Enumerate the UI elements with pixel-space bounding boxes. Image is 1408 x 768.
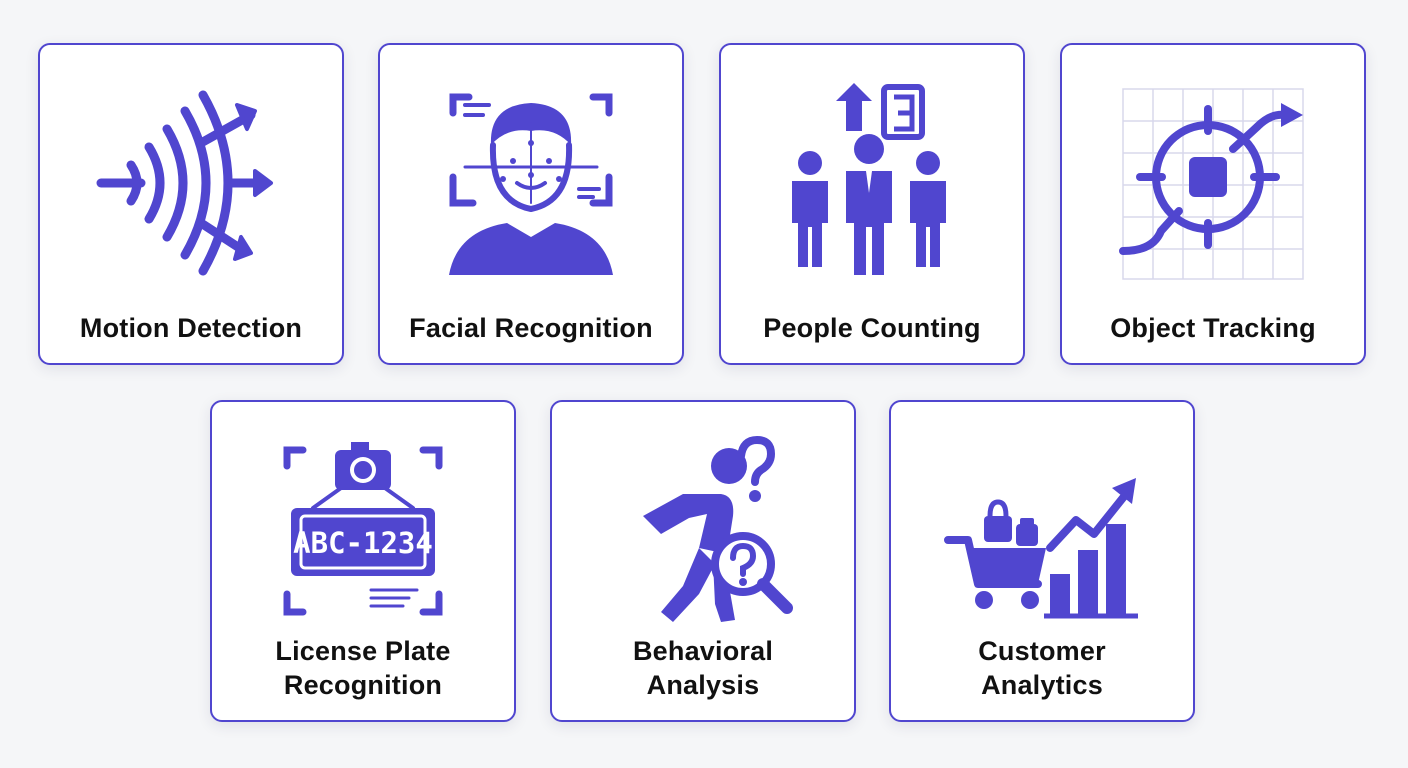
card-facial-recognition[interactable]: Facial Recognition [378,43,684,365]
card-label: Facial Recognition [409,313,653,343]
card-label: Motion Detection [79,313,303,343]
card-label-line-2: Analysis [646,670,760,700]
cart-growth-chart-icon [942,436,1142,636]
card-license-plate-recognition[interactable]: ABC-1234 License Plate Recognition [210,400,516,722]
card-label-line-1: Customer [978,636,1106,666]
person-magnifier-icon [603,436,803,636]
card-motion-detection[interactable]: Motion Detection [38,43,344,365]
motion-waves-icon [91,83,291,283]
target-tracking-icon [1113,83,1313,283]
card-label: Object Tracking [1110,313,1316,343]
card-customer-analytics[interactable]: Customer Analytics [889,400,1195,722]
card-behavioral-analysis[interactable]: Behavioral Analysis [550,400,856,722]
card-people-counting[interactable]: People Counting [719,43,1025,365]
card-label-line-2: Analytics [981,670,1103,700]
license-plate-camera-icon: ABC-1234 [263,436,463,636]
card-label-line-1: License Plate [275,636,451,666]
card-label-line-2: Recognition [283,670,443,700]
card-object-tracking[interactable]: Object Tracking [1060,43,1366,365]
card-label-line-1: Behavioral [632,636,774,666]
svg-text:ABC-1234: ABC-1234 [293,526,433,560]
face-scan-icon [431,83,631,283]
card-label: People Counting [763,313,981,343]
people-count-icon [772,83,972,283]
